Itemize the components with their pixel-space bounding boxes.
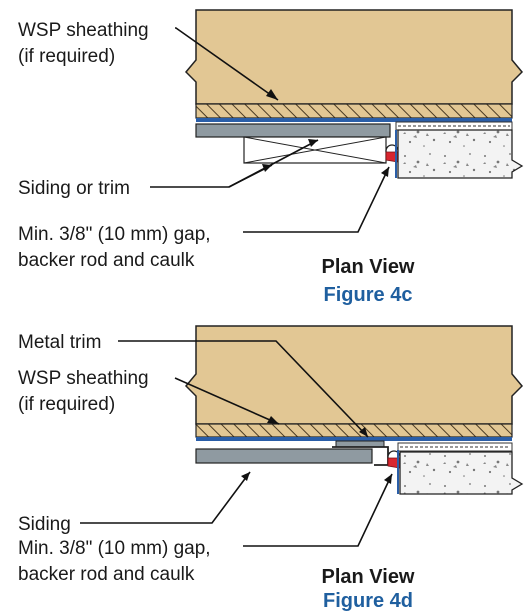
label-wsp-sheathing-4d: WSP sheathing bbox=[18, 368, 149, 389]
leader-metal-trim bbox=[118, 340, 369, 438]
concrete bbox=[397, 129, 524, 179]
caption-figure-4c: Figure 4c bbox=[324, 284, 413, 306]
label-gap-4d-line2: backer rod and caulk bbox=[18, 564, 195, 585]
leader-siding-4d bbox=[80, 471, 251, 524]
label-metal-trim: Metal trim bbox=[18, 332, 101, 353]
siding-board bbox=[195, 123, 391, 138]
label-gap-4c-line2: backer rod and caulk bbox=[18, 250, 195, 271]
wsp-sheathing bbox=[195, 103, 513, 119]
wsp-sheathing bbox=[195, 423, 513, 438]
caption-figure-4d: Figure 4d bbox=[323, 590, 413, 612]
weather-barrier bbox=[196, 118, 512, 122]
wood-framing bbox=[184, 9, 524, 105]
label-wsp-sheathing-4c: WSP sheathing bbox=[18, 20, 149, 41]
label-gap-4d-line1: Min. 3/8" (10 mm) gap, bbox=[18, 538, 211, 559]
figure-4c: WSP sheathing (if required) Siding or tr… bbox=[18, 9, 524, 306]
label-siding: Siding bbox=[18, 514, 71, 535]
label-if-required-4c: (if required) bbox=[18, 46, 115, 67]
label-siding-or-trim: Siding or trim bbox=[18, 178, 130, 199]
leader-siding-4c-b bbox=[228, 139, 319, 188]
label-if-required-4d: (if required) bbox=[18, 394, 115, 415]
leader-siding-4c bbox=[150, 164, 273, 188]
label-gap-4c-line1: Min. 3/8" (10 mm) gap, bbox=[18, 224, 211, 245]
leader-gap-4c bbox=[243, 166, 390, 233]
concrete bbox=[399, 451, 524, 495]
caption-plan-view-4c: Plan View bbox=[321, 256, 414, 278]
caption-plan-view-4d: Plan View bbox=[321, 566, 414, 588]
figure-4d: Metal trim WSP sheathing (if required) S… bbox=[18, 325, 524, 612]
weather-barrier bbox=[196, 437, 512, 441]
siding-board bbox=[195, 448, 373, 464]
leader-sheathing-4d bbox=[174, 377, 280, 425]
leader-sheathing-4c bbox=[175, 27, 279, 101]
leader-gap-4d bbox=[243, 473, 393, 547]
